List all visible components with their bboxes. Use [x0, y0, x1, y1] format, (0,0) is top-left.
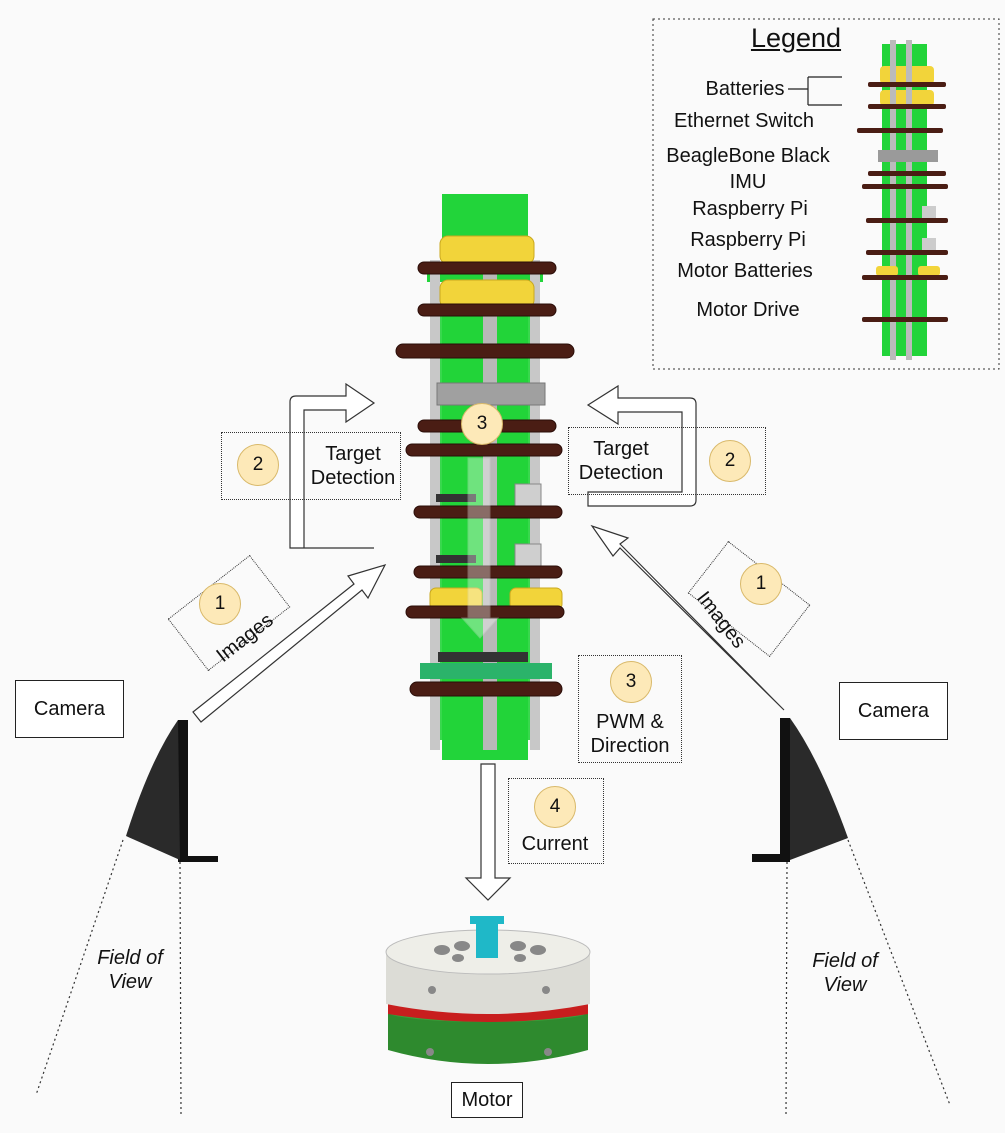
- fov-label-left: Field of View: [97, 947, 163, 993]
- legend-item-motor-drive: Motor Drive: [696, 299, 800, 321]
- camera-right-shape: [752, 718, 848, 862]
- images-arrow-left: [192, 564, 387, 723]
- pwm-box: [578, 655, 682, 763]
- camera-left-shape: [126, 720, 218, 862]
- motor-label: Motor: [451, 1082, 523, 1118]
- legend-title: Legend: [750, 23, 842, 53]
- legend-item-batteries: Batteries: [705, 78, 785, 100]
- badge-stack: 3: [461, 403, 503, 445]
- target-detection-label-right: Target Detection: [578, 438, 664, 484]
- target-detection-arrow-left: [289, 382, 376, 549]
- current-box: [508, 778, 604, 864]
- legend-item-ethernet-switch: Ethernet Switch: [673, 110, 815, 132]
- legend-tower: [857, 40, 948, 360]
- fov-lines-left: [35, 839, 182, 1116]
- camera-label-right: Camera: [839, 682, 948, 740]
- target-detection-label-left: Target Detection: [310, 443, 396, 489]
- legend-item-imu: IMU: [729, 171, 767, 193]
- detection-box-right: [568, 427, 766, 495]
- legend-item-raspberry-pi-1: Raspberry Pi: [692, 198, 808, 220]
- electronics-stack: [395, 194, 575, 760]
- badge-current: 4: [534, 786, 576, 828]
- target-detection-arrow-right: [586, 384, 697, 507]
- badge-images-left: 1: [199, 583, 241, 625]
- camera-label-left: Camera: [15, 680, 124, 738]
- fov-lines-right: [785, 839, 951, 1116]
- badge-pwm: 3: [610, 661, 652, 703]
- detection-box-left: [221, 432, 401, 500]
- legend-item-motor-batteries: Motor Batteries: [677, 260, 813, 282]
- current-label: Current: [521, 833, 589, 855]
- legend-bracket: [788, 76, 842, 106]
- motor-shape: [385, 916, 591, 1064]
- badge-detection-left: 2: [237, 444, 279, 486]
- legend-box: [652, 18, 1000, 370]
- current-arrow: [464, 763, 512, 901]
- legend-item-beaglebone-black: BeagleBone Black: [666, 145, 830, 167]
- pwm-direction-label: PWM & Direction: [590, 711, 670, 757]
- badge-images-right: 1: [740, 563, 782, 605]
- fov-label-right: Field of View: [812, 950, 878, 996]
- legend-item-raspberry-pi-2: Raspberry Pi: [690, 229, 806, 251]
- images-arrow-right: [590, 524, 785, 711]
- badge-detection-right: 2: [709, 440, 751, 482]
